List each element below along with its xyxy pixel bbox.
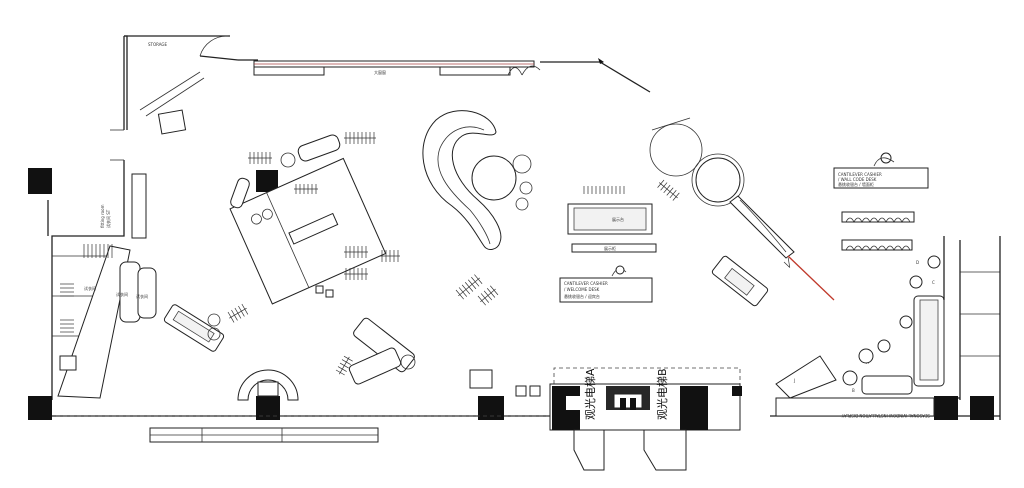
clothing-racks — [227, 132, 680, 376]
room-label: 试衣间 — [136, 293, 148, 299]
window-display-bottom — [56, 415, 550, 443]
circular-display-right — [649, 117, 795, 259]
s-curve-display — [422, 110, 533, 250]
storage-room: STORAGE — [110, 35, 229, 161]
outer-walls — [47, 35, 1000, 417]
wall-panel — [131, 173, 147, 239]
seat-b-label: B — [852, 388, 855, 393]
welcome-desk-title: CANTILEVER CASHIER — [564, 281, 608, 286]
seasonal-window-label: SEASONAL WINDOW INSTALLATION DISPLAY — [841, 413, 930, 418]
welcome-desk-sub: / WELCOME DESK — [564, 287, 600, 292]
room-label: 试衣间 — [84, 285, 96, 291]
cashier-cn: 悬挑收银台 / 墙面柜 — [838, 181, 874, 187]
display-table: 展示台 展示柜 — [567, 203, 657, 253]
entry-elevators: 观光电梯A 观光电梯B — [469, 367, 742, 471]
wall-text: 试衣间 ST — [105, 209, 111, 228]
window-display-top: 大窗窗 — [253, 58, 604, 76]
column — [28, 168, 52, 194]
sofa — [230, 134, 341, 298]
room-label: 试衣间 — [116, 291, 128, 297]
round-display — [237, 369, 299, 401]
wall-text: fitting room — [100, 204, 105, 228]
elevator-b-label: 观光电梯B — [655, 368, 669, 420]
column — [970, 396, 994, 420]
diagonal-feature-wall — [783, 255, 835, 301]
big-window-label: 大窗窗 — [374, 69, 386, 75]
counter-label: 展示柜 — [604, 245, 616, 251]
elevator-a-label: 观光电梯A — [583, 368, 597, 420]
welcome-desk-cn: 悬挑收银台 / 迎宾台 — [564, 293, 600, 299]
lounge-seating — [163, 304, 225, 352]
lounge-chaise-right — [711, 255, 769, 307]
armchair — [157, 109, 187, 135]
central-display-platform — [229, 157, 387, 305]
storage-label: STORAGE — [148, 42, 168, 47]
column — [256, 170, 278, 192]
lounge-right — [348, 317, 416, 385]
column — [28, 396, 52, 420]
seat-c-label: C — [932, 280, 935, 285]
display-table-label: 展示台 — [612, 216, 624, 222]
cashier-title: CANTILEVER CASHIER — [838, 172, 882, 177]
cashier-desk: CANTILEVER CASHIER / WALL CODE DESK 悬挑收银… — [833, 152, 929, 251]
welcome-desk: CANTILEVER CASHIER / WELCOME DESK 悬挑收银台 … — [559, 265, 653, 303]
fitting-room-curve — [57, 245, 131, 399]
cashier-sub: / WALL CODE DESK — [838, 177, 877, 182]
right-lounge: C A B D J SEASONAL WINDOW INSTALLATION D… — [775, 255, 945, 418]
seat-j-label: J — [793, 378, 795, 383]
column — [934, 396, 958, 420]
fitting-rooms: fitting room 试衣间 ST 试衣间 试衣间 试衣间 — [52, 173, 157, 399]
right-wall-segments — [943, 236, 1001, 420]
seat-d-label: D — [916, 260, 919, 265]
